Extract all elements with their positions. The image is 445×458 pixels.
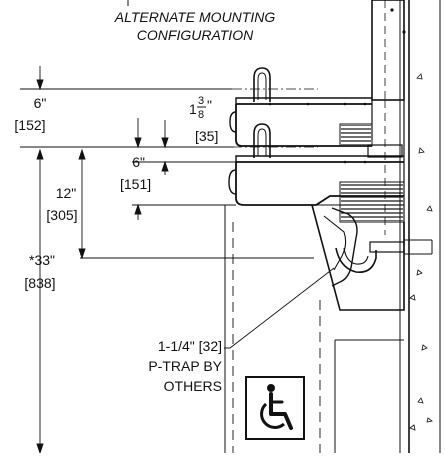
dim-spout-offset-metric: [35]: [195, 128, 218, 144]
extension-lines: [20, 88, 314, 259]
upper-fountain-unit: [229, 67, 373, 147]
p-trap-plumbing: [323, 207, 433, 287]
dim-spout-offset-numerator: 3: [198, 95, 204, 107]
ptrap-callout-line-1: 1-1/4" [32]: [158, 338, 222, 354]
ptrap-callout-line-3: OTHERS: [164, 378, 222, 394]
dimension-arrows: [36, 66, 169, 455]
support-column: [367, 0, 405, 245]
ptrap-leader-line: [224, 267, 335, 349]
lower-fountain-unit: [228, 123, 405, 311]
wall-section: [399, 0, 441, 453]
dim-lower-spacing-imperial: 6": [132, 154, 145, 170]
dim-spout-offset-denominator: 8: [198, 109, 204, 121]
dim-spout-offset-inch: ": [207, 97, 212, 113]
title-line-2: CONFIGURATION: [137, 27, 254, 43]
wheelchair-accessibility-icon: [245, 376, 305, 440]
upper-grille-slats: [341, 125, 371, 145]
ptrap-callout-line-2: P-TRAP BY: [148, 358, 222, 374]
dim-spout-offset-whole: 1: [189, 101, 197, 117]
title-line-1: ALTERNATE MOUNTING: [114, 9, 276, 25]
rivet: [363, 102, 367, 106]
dim-overall-height-imperial: *33": [29, 252, 55, 268]
fastener: [390, 8, 394, 12]
rivet: [343, 160, 347, 164]
rivet: [363, 160, 367, 164]
dim-upper-spacing-imperial: 6": [34, 95, 47, 111]
dim-lower-spacing-metric: [151]: [120, 176, 151, 192]
dim-upper-spacing-metric: [152]: [14, 117, 45, 133]
dim-lower-bowl-height-imperial: 12": [56, 185, 77, 201]
rivet: [268, 102, 272, 106]
rivet: [306, 102, 310, 106]
dim-lower-bowl-height-metric: [305]: [46, 207, 77, 223]
lower-grille-slats: [341, 183, 403, 221]
dim-overall-height-metric: [838]: [24, 275, 55, 291]
fastener: [402, 30, 406, 34]
rivet: [343, 102, 347, 106]
